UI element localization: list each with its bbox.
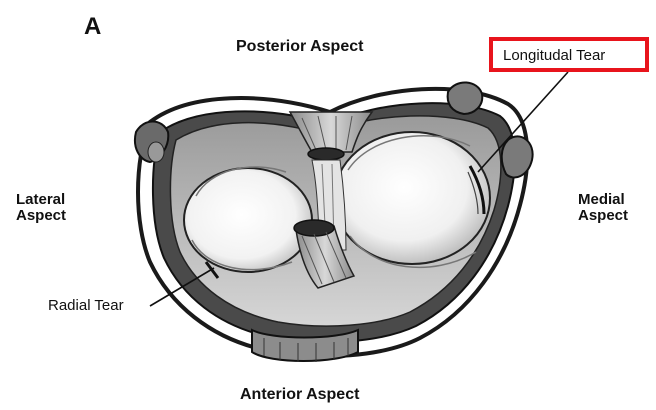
lateral-condyle <box>184 168 312 272</box>
medial-aspect-label: Medial Aspect <box>578 192 648 224</box>
radial-tear-label: Radial Tear <box>48 298 124 315</box>
posterior-aspect-label: Posterior Aspect <box>236 38 363 56</box>
longitudinal-tear-label: Longitudal Tear <box>503 48 605 65</box>
medial-tendon-knob-upper <box>448 82 483 114</box>
anterior-aspect-label: Anterior Aspect <box>240 386 359 404</box>
panel-letter: A <box>84 14 101 40</box>
posterior-ligament-stump <box>308 148 344 160</box>
longitudinal-tear-highlight-box: Longitudal Tear <box>489 37 649 72</box>
lateral-aspect-label: Lateral Aspect <box>16 192 86 224</box>
